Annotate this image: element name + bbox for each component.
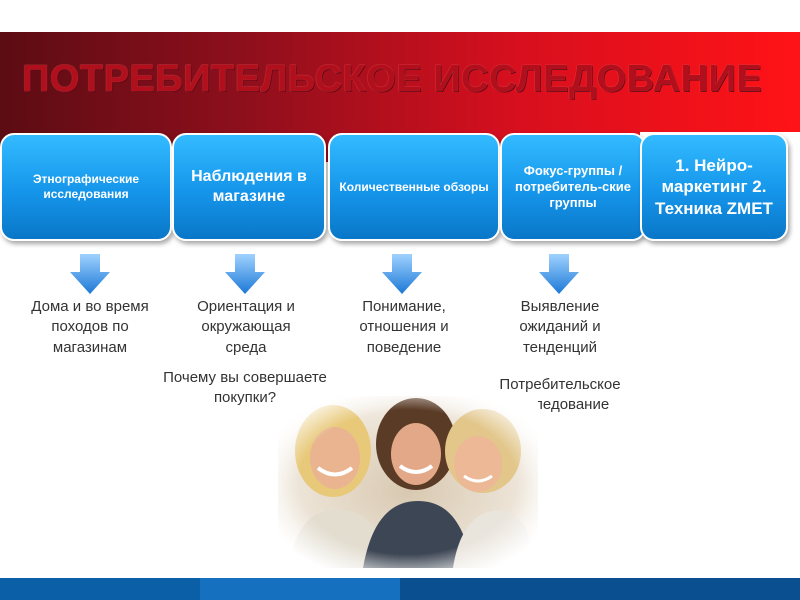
down-arrow-icon bbox=[223, 252, 267, 296]
slide-title: ПОТРЕБИТЕЛЬСКОЕ ИССЛЕДОВАНИЕ bbox=[22, 58, 763, 100]
caption-why-buy: Почему вы совершаете покупки? bbox=[163, 369, 327, 407]
box-store-observation: Наблюдения в магазине bbox=[172, 133, 326, 241]
footer-segment bbox=[0, 578, 200, 600]
footer-bar bbox=[0, 578, 800, 600]
footer-segment bbox=[400, 578, 800, 600]
caption-expectations: Выявление ожиданий и тенденций bbox=[519, 298, 601, 356]
footer-segment bbox=[200, 578, 400, 600]
photo-three-women bbox=[278, 396, 538, 568]
caption-understanding: Понимание, отношения и поведение bbox=[359, 298, 449, 356]
caption-home-shopping: Дома и во время походов по магазинам bbox=[31, 298, 149, 356]
down-arrow-icon bbox=[380, 252, 424, 296]
caption-orientation: Ориентация и окружающая среда bbox=[197, 298, 295, 356]
box-neuromarketing-zmet: 1. Нейро-маркетинг 2. Техника ZMET bbox=[640, 133, 788, 241]
box-quantitative-surveys: Количественные обзоры bbox=[328, 133, 500, 241]
box-focus-groups: Фокус-группы / потребитель-ские группы bbox=[500, 133, 646, 241]
down-arrow-icon bbox=[68, 252, 112, 296]
box-ethnographic: Этнографические исследования bbox=[0, 133, 172, 241]
down-arrow-icon bbox=[537, 252, 581, 296]
